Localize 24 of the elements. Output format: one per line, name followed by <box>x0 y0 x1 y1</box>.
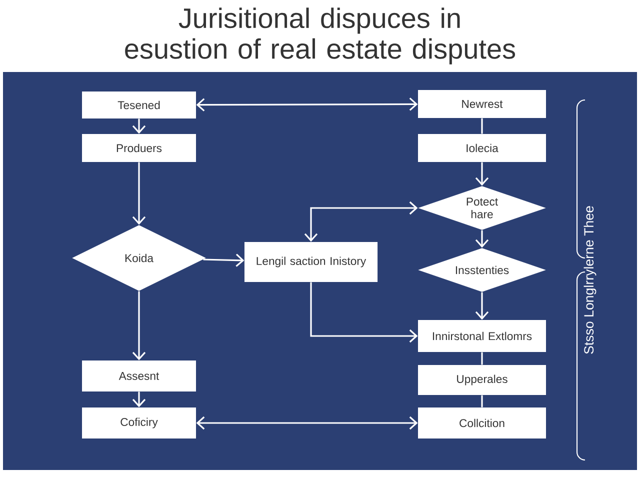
arrow <box>132 291 146 360</box>
arrow <box>310 282 418 343</box>
process-box: Iolecia <box>418 134 546 162</box>
process-box: Newrest <box>418 90 546 118</box>
title: Jurisitional dispuces in esustion of real estate disputes <box>125 8 516 64</box>
process-box: Produers <box>82 134 196 162</box>
process-box: Collcition <box>418 408 546 438</box>
process-box: Innirstonal Extlomrs <box>418 320 546 352</box>
arrow <box>475 162 489 186</box>
process-box: Lengil saction Inistory <box>244 242 378 282</box>
process-box: Upperales <box>418 365 546 395</box>
arrow <box>196 416 418 430</box>
arrow <box>132 392 146 408</box>
process-box: Coficiry <box>82 408 196 438</box>
side-label: Stsso Longlrrylerne Thee <box>584 206 596 354</box>
arrow <box>132 162 146 225</box>
arrow <box>304 201 418 242</box>
process-box: Tesened <box>82 92 196 118</box>
arrow <box>203 254 244 267</box>
arrow <box>196 98 418 112</box>
arrow <box>475 230 489 248</box>
process-box: Assesnt <box>82 360 196 392</box>
arrow <box>132 118 146 134</box>
arrow <box>475 292 489 320</box>
